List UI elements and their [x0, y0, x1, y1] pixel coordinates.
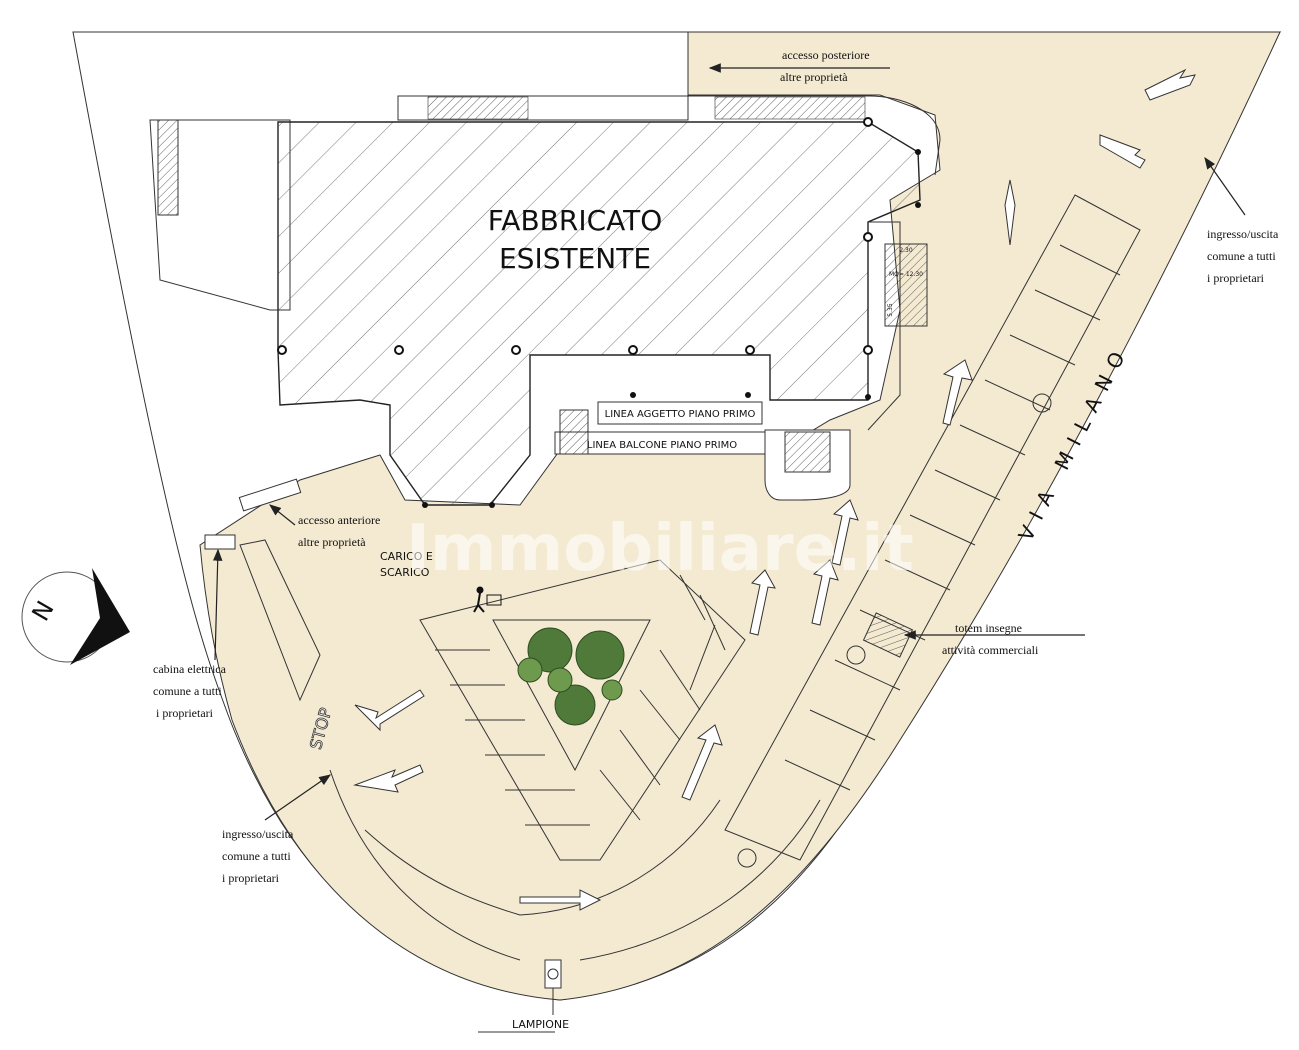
aggetto-line-label: LINEA AGGETTO PIANO PRIMO [605, 409, 756, 420]
inner-curb [364, 799, 721, 916]
building-columns [277, 117, 873, 355]
dim-length: 5.35 [887, 303, 894, 317]
left-curb [329, 769, 521, 961]
spiral-stair [764, 429, 851, 501]
building-title: FABBRICATO [488, 204, 663, 237]
entry-right-line3: i proprietari [1207, 271, 1265, 285]
accessible-markers [737, 393, 1052, 868]
dim-width: 2.30 [899, 247, 913, 254]
electric-cabin [204, 534, 236, 550]
north-compass-icon [21, 568, 130, 665]
left-stair [157, 119, 179, 216]
aggetto-line-box [597, 401, 763, 425]
cabin-line3: i proprietari [156, 706, 214, 720]
bottom-curb [579, 799, 821, 961]
rear-access-line1: accesso posteriore [782, 48, 870, 62]
top-stairs [397, 95, 941, 176]
balcone-line-label: LINEA BALCONE PIANO PRIMO [587, 440, 737, 451]
loading-line1: CARICO E [380, 550, 433, 563]
totem-line1: totem insegne [955, 621, 1022, 635]
entry-left-line1: ingresso/uscita [222, 827, 294, 841]
totem-hatch [862, 612, 914, 658]
building-dots [422, 149, 921, 508]
tree-cluster-icon [517, 627, 625, 726]
north-label: N [26, 596, 59, 626]
cabin-line1: cabina elettrica [153, 662, 227, 676]
leader-lines [212, 63, 1246, 821]
existing-building [277, 121, 921, 506]
entry-left-line2: comune a tutti [222, 849, 291, 863]
trolley-icon [473, 586, 502, 613]
front-gate [238, 478, 302, 512]
front-access-line2: altre proprietà [298, 535, 366, 549]
rear-access-line2: altre proprietà [780, 70, 848, 84]
watermark: Immobiliare.it [406, 512, 914, 586]
dim-area: MQ= 12.30 [889, 271, 923, 278]
storage-box [884, 243, 928, 327]
shared-area [199, 31, 1281, 1001]
front-access-line1: accesso anteriore [298, 513, 380, 527]
loading-line2: SCARICO [380, 566, 430, 579]
lamp-label: LAMPIONE [512, 1018, 569, 1031]
road-arrows [353, 68, 1196, 911]
entry-left-line3: i proprietari [222, 871, 280, 885]
balcone-hatch [559, 409, 589, 455]
totem-line2: attività commerciali [942, 643, 1039, 657]
entry-right-line2: comune a tutti [1207, 249, 1276, 263]
cabin-line2: comune a tutti [153, 684, 222, 698]
entry-right-line1: ingresso/uscita [1207, 227, 1279, 241]
left-parking [239, 539, 321, 702]
building-subtitle: ESISTENTE [499, 242, 651, 275]
lamp-icon [544, 959, 562, 1015]
